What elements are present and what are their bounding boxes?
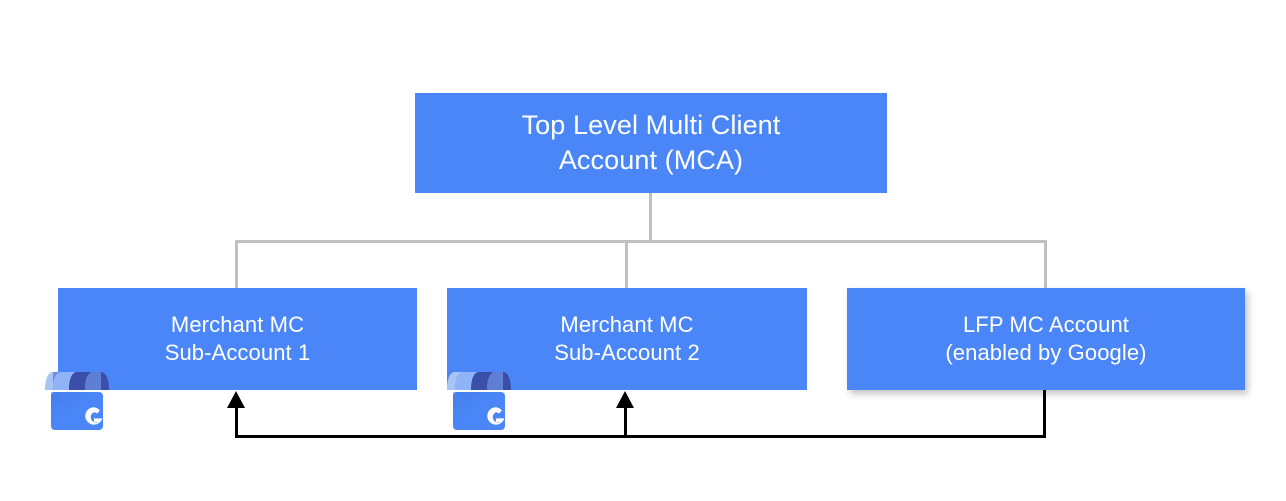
- feedback-riser-lfp: [1043, 390, 1046, 438]
- connector-drop-sub2: [625, 240, 628, 289]
- connector-drop-lfp: [1044, 240, 1047, 289]
- feedback-arrowhead-sub2: [616, 391, 634, 408]
- node-top-level-mca[interactable]: Top Level Multi Client Account (MCA): [415, 93, 887, 193]
- node-lfp-mc-account[interactable]: LFP MC Account (enabled by Google): [847, 288, 1245, 390]
- node-lfp-mc-account-label: LFP MC Account (enabled by Google): [945, 311, 1147, 365]
- node-merchant-mc-sub-account-2[interactable]: Merchant MC Sub-Account 2: [447, 288, 807, 390]
- node-merchant-mc-sub-account-1-label: Merchant MC Sub-Account 1: [164, 311, 311, 365]
- google-my-business-storefront-icon: [447, 372, 511, 430]
- google-my-business-storefront-icon: [45, 372, 109, 430]
- feedback-riser-sub1: [235, 400, 238, 437]
- connector-horizontal-bus: [235, 240, 1047, 243]
- feedback-riser-sub2: [624, 400, 627, 437]
- feedback-arrowhead-sub1: [227, 391, 245, 408]
- feedback-horizontal: [235, 435, 1046, 438]
- node-merchant-mc-sub-account-1[interactable]: Merchant MC Sub-Account 1: [58, 288, 417, 390]
- node-merchant-mc-sub-account-2-label: Merchant MC Sub-Account 2: [554, 311, 700, 365]
- connector-top-stem: [649, 193, 652, 242]
- node-top-level-mca-label: Top Level Multi Client Account (MCA): [521, 110, 781, 175]
- connector-drop-sub1: [235, 240, 238, 289]
